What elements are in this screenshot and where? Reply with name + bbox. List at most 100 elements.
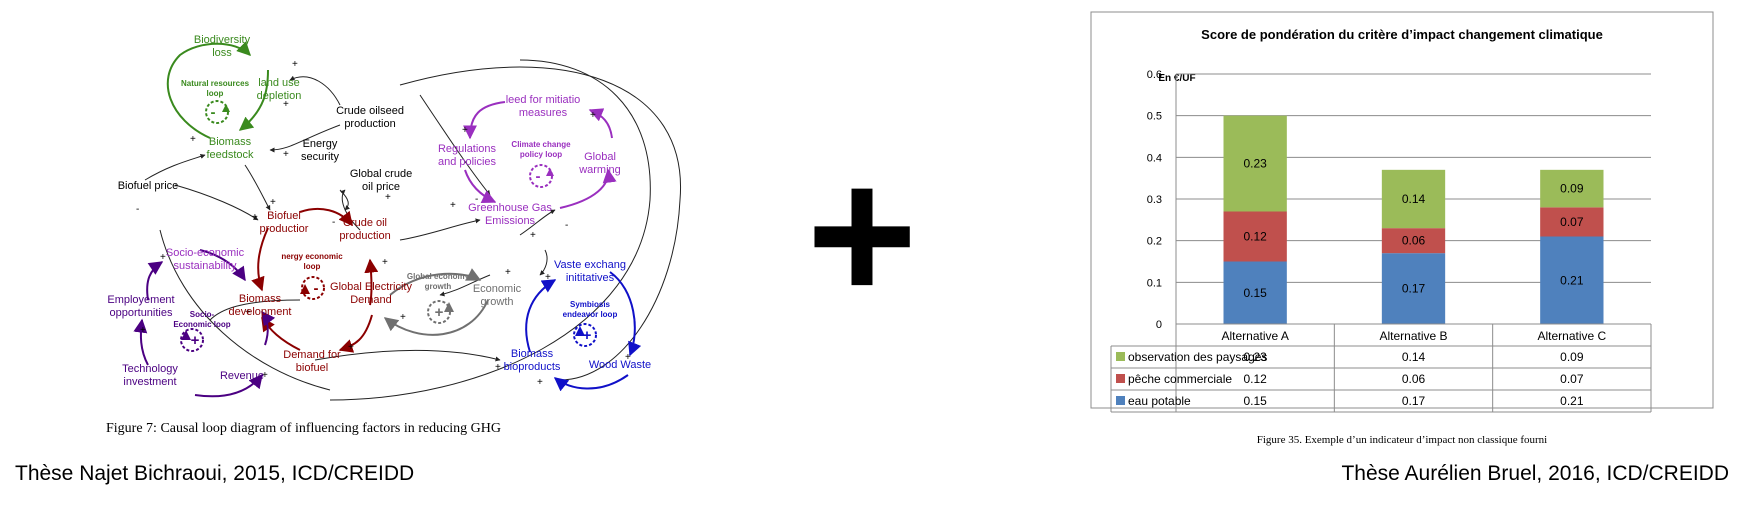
legend-swatch bbox=[1116, 374, 1125, 383]
node-crude-oil-production-2: production bbox=[339, 230, 390, 242]
symbiosis-loop-triangle bbox=[575, 326, 585, 336]
node-biodiversity-loss-2: loss bbox=[212, 47, 232, 59]
natural-loop-sign: - bbox=[211, 104, 216, 121]
node-global-electricity-demand: Global Electricity bbox=[330, 281, 412, 293]
polarity-mark: - bbox=[136, 204, 139, 215]
symbiosis-loop-symbol bbox=[573, 323, 597, 347]
symbiosis-loop-sign: + bbox=[583, 327, 592, 344]
node-biomass-bioproducts: Biomass bbox=[511, 348, 554, 360]
y-tick-label: 0.6 bbox=[1147, 69, 1162, 81]
bar-segment bbox=[1223, 261, 1287, 324]
polarity-mark: + bbox=[462, 125, 468, 136]
economy-loop-triangle bbox=[444, 302, 454, 312]
node-labels: Biodiversity loss land use depletion Bio… bbox=[107, 34, 651, 388]
node-biofuel-production-2: productior bbox=[260, 223, 309, 235]
polarity-mark: + bbox=[190, 134, 196, 145]
energy-economic-loop-label: nergy economic bbox=[281, 252, 343, 261]
node-biomass-bioproducts-2: bioproducts bbox=[504, 361, 561, 373]
polarity-mark: + bbox=[545, 272, 551, 283]
node-demand-for-biofuel-2: biofuel bbox=[296, 362, 328, 374]
polarity-mark: + bbox=[252, 212, 258, 223]
node-economic-growth: Economic bbox=[473, 283, 522, 295]
bar-segment bbox=[1381, 253, 1446, 324]
left-figure-caption: Figure 7: Causal loop diagram of influen… bbox=[106, 421, 501, 436]
climate-loop-sign: - bbox=[536, 168, 541, 185]
node-global-electricity-demand-2: Demand bbox=[350, 294, 392, 306]
polarity-mark: - bbox=[475, 194, 478, 205]
y-tick-label: 0.2 bbox=[1147, 236, 1162, 248]
natural-resources-loop-arrows bbox=[166, 41, 269, 139]
polarity-mark: - bbox=[332, 217, 335, 228]
natural-resources-loop-label: Natural resources bbox=[181, 79, 250, 88]
y-axis-label: En €/UF bbox=[1158, 73, 1195, 84]
node-regulations-2: and policies bbox=[438, 156, 497, 168]
socio-economic-loop-label-2: Economic loop bbox=[173, 320, 230, 329]
loop-triangles bbox=[181, 104, 585, 340]
table-cell: 0.15 bbox=[1243, 394, 1267, 408]
node-ghg-emissions-2: Emissions bbox=[485, 215, 536, 227]
y-tick-labels: 00.10.20.30.40.50.6 bbox=[1147, 69, 1162, 331]
node-ghg-emissions: Greenhouse Gas bbox=[468, 202, 552, 214]
polarity-mark: + bbox=[292, 59, 298, 70]
causal-loop-diagram: - - - + + + + + + + - + + - + + - bbox=[106, 34, 681, 436]
polarity-mark: + bbox=[160, 252, 166, 263]
darkpurple-nodes: Employement opportunities Socio- Economi… bbox=[107, 294, 264, 388]
symbiosis-loop-arrows bbox=[525, 271, 642, 392]
node-need-mitigation: leed for mitiatio bbox=[506, 94, 581, 106]
darkred-nodes: Biofuel productior Crude oil production … bbox=[229, 210, 413, 374]
x-category-label: Alternative A bbox=[1221, 329, 1288, 343]
bar-data-label: 0.23 bbox=[1243, 157, 1267, 171]
table-cell: 0.06 bbox=[1402, 372, 1426, 386]
y-tick-label: 0.5 bbox=[1147, 111, 1162, 123]
bar-data-label: 0.15 bbox=[1243, 286, 1267, 300]
symbiosis-loop-label: Symbiosis bbox=[570, 300, 611, 309]
economy-loop-sign: + bbox=[435, 304, 444, 321]
node-waste-exchange-2: inititatives bbox=[566, 272, 615, 284]
polarity-mark: + bbox=[495, 362, 501, 373]
green-nodes: Biodiversity loss land use depletion Bio… bbox=[181, 34, 301, 161]
socio-economic-loop-label: Socio- bbox=[190, 310, 215, 319]
global-economy-loop-label: Global economy bbox=[407, 272, 470, 281]
node-employment-2: opportunities bbox=[110, 307, 173, 319]
node-crude-oilseed: Crude oilseed bbox=[336, 105, 404, 117]
x-category-label: Alternative C bbox=[1537, 329, 1606, 343]
climate-policy-loop-label-2: policy loop bbox=[520, 150, 562, 159]
polarity-mark: + bbox=[590, 110, 596, 121]
node-biomass-feedstock: Biomass bbox=[209, 136, 252, 148]
bars: 0.150.120.230.170.060.140.210.070.09 bbox=[1223, 115, 1604, 324]
bar-segment bbox=[1381, 169, 1446, 229]
node-biodiversity-loss: Biodiversity bbox=[194, 34, 251, 46]
node-regulations: Regulations bbox=[438, 143, 497, 155]
socio-economic-loop-arrows bbox=[133, 249, 276, 398]
node-energy-security: Energy bbox=[303, 138, 338, 150]
climate-loop-triangle bbox=[546, 168, 554, 176]
bar-data-label: 0.06 bbox=[1402, 234, 1426, 248]
global-economy-loop-label-2: growth bbox=[425, 282, 452, 291]
purple-nodes: leed for mitiatio measures Regulations a… bbox=[166, 94, 621, 272]
symbiosis-loop-label-2: endeavor loop bbox=[563, 310, 618, 319]
table-cell: 0.23 bbox=[1243, 350, 1267, 364]
bar-data-label: 0.17 bbox=[1402, 282, 1426, 296]
natural-loop-triangle bbox=[222, 104, 230, 112]
right-figure-caption: Figure 35. Exemple d’un indicateur d’imp… bbox=[1257, 434, 1548, 446]
global-economy-loop-arrows bbox=[383, 268, 489, 336]
polarity-markers: + + + + - + + - + + - + + - + + + + + + … bbox=[136, 59, 631, 388]
bar-segment bbox=[1381, 228, 1446, 254]
black-nodes: Energy security Crude oilseed production… bbox=[118, 105, 412, 193]
node-global-warming-2: warming bbox=[578, 164, 621, 176]
bar-data-label: 0.12 bbox=[1243, 230, 1267, 244]
legend-entry: pêche commerciale bbox=[1128, 372, 1232, 386]
legend-swatch bbox=[1116, 352, 1125, 361]
polarity-mark: + bbox=[530, 230, 536, 241]
x-category-label: Alternative B bbox=[1379, 329, 1447, 343]
node-technology-investment-2: investment bbox=[123, 376, 176, 388]
polarity-mark: + bbox=[140, 325, 146, 336]
node-biomass-development-2: development bbox=[229, 306, 292, 318]
node-biomass-development: Biomass bbox=[239, 293, 282, 305]
socio-loop-sign: + bbox=[191, 332, 200, 349]
node-land-use-2: depletion bbox=[257, 90, 302, 102]
polarity-mark: + bbox=[382, 257, 388, 268]
y-tick-label: 0.4 bbox=[1147, 152, 1162, 164]
node-technology-investment: Technology bbox=[122, 363, 178, 375]
bar-data-label: 0.07 bbox=[1560, 215, 1584, 229]
